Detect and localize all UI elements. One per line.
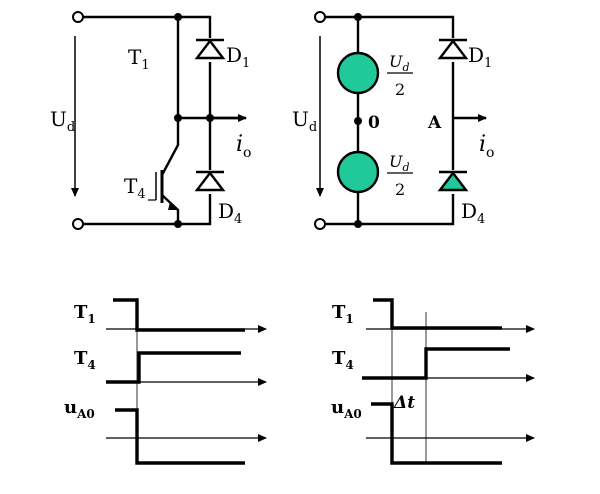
capacitor-top	[336, 51, 380, 95]
terminal-top	[72, 11, 84, 23]
row-label-t4: T4	[332, 348, 354, 372]
source-label: Ud	[50, 107, 75, 135]
row-label-t4: T4	[74, 348, 96, 372]
cap-bottom-denominator: 2	[395, 180, 405, 199]
switch-t1-label: T1	[128, 45, 150, 73]
right-waveforms: T1 T4 uA0 Δt	[331, 298, 535, 465]
junction-dot	[354, 13, 362, 21]
row-label-t1: T1	[74, 302, 96, 326]
diode-d1-label: D1	[468, 43, 492, 71]
deadtime-label: Δt	[393, 393, 415, 413]
switch-lower-wire	[160, 118, 180, 176]
source-label: Ud	[292, 107, 317, 135]
bottom-rail	[83, 118, 212, 226]
junction-dot	[206, 114, 214, 122]
waveform-t1	[113, 298, 245, 332]
output-current-label: io	[479, 132, 494, 161]
midpoint-label: 0	[368, 113, 380, 133]
waveform-ua0	[371, 402, 502, 465]
diode-d1	[437, 38, 469, 62]
terminal-top	[314, 11, 326, 23]
diode-d4-label: D4	[461, 199, 485, 227]
junction-dot	[174, 114, 182, 122]
capacitor-bottom	[336, 150, 380, 194]
waveform-t1	[373, 298, 502, 330]
top-rail	[83, 15, 212, 118]
diode-d1	[194, 38, 226, 62]
waveform-t4	[362, 347, 510, 380]
node-a-label: A	[427, 113, 442, 133]
junction-dot	[174, 220, 182, 228]
diode-d4	[194, 170, 226, 194]
terminal-bottom	[72, 218, 84, 230]
cap-top-numerator: Ud	[389, 52, 410, 74]
left-circuit: Ud T1 T4 D1 D4 io	[50, 11, 251, 230]
cap-bottom-numerator: Ud	[389, 152, 410, 174]
row-label-t1: T1	[332, 302, 354, 326]
diode-d4-label: D4	[218, 199, 242, 227]
rails	[325, 15, 455, 226]
junction-dot	[354, 220, 362, 228]
waveform-ua0	[115, 408, 245, 465]
diode-d4	[437, 170, 469, 194]
left-waveforms: T1 T4 uA0	[64, 298, 267, 465]
row-label-ua0: uA0	[64, 397, 95, 421]
terminal-bottom	[314, 218, 326, 230]
emitter-arrow	[168, 202, 178, 210]
diode-d1-label: D1	[226, 43, 250, 71]
row-label-ua0: uA0	[331, 397, 362, 421]
cap-top-denominator: 2	[395, 80, 405, 99]
switch-t4-label: T4	[124, 174, 146, 202]
right-circuit: Ud Ud 2 Ud 2 0 A D1 D4 io	[292, 11, 494, 230]
output-current-label: io	[236, 132, 251, 161]
junction-dot	[174, 13, 182, 21]
junction-dot	[354, 117, 362, 125]
waveform-t4	[106, 351, 241, 384]
